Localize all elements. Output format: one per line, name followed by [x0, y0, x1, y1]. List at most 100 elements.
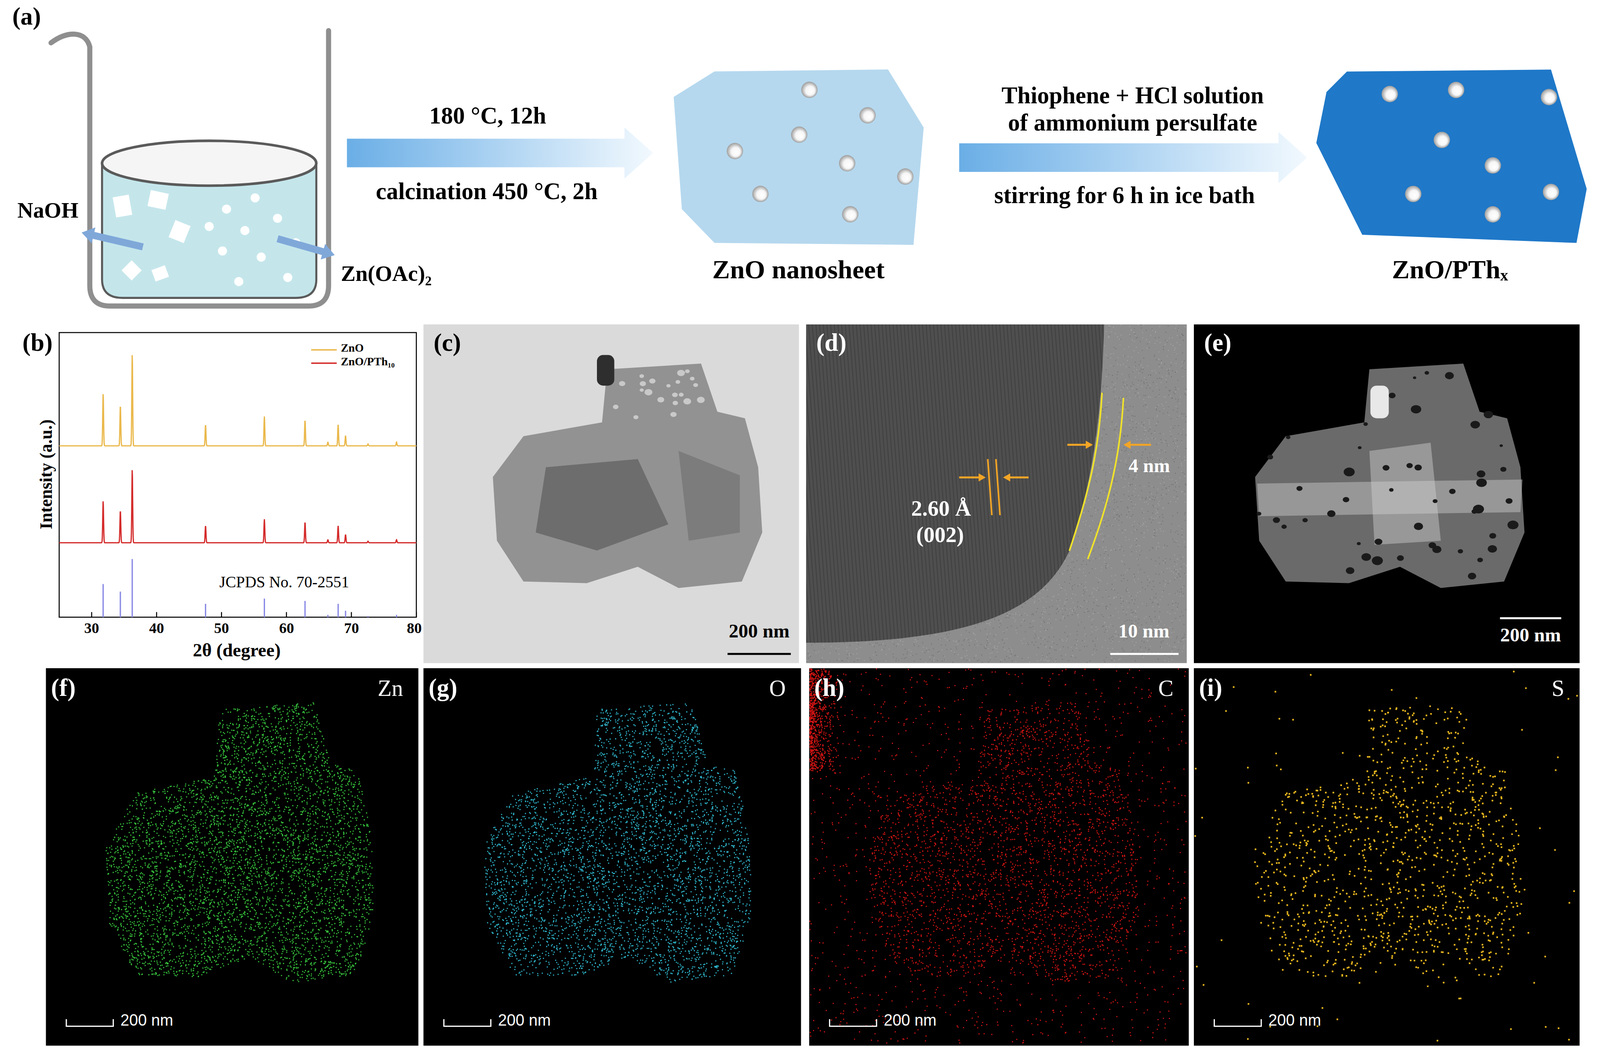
panel-label: (f): [50, 673, 76, 702]
pore: [800, 81, 818, 99]
lattice-label: (002): [916, 522, 964, 548]
pore: [1477, 557, 1484, 562]
pore: [1507, 520, 1519, 530]
condition-text: calcination 450 °C, 2h: [375, 177, 598, 205]
pore: [1406, 462, 1413, 469]
reference-stick: [204, 603, 207, 618]
pore: [693, 382, 699, 387]
rod-particle: [596, 355, 615, 386]
pore: [644, 389, 653, 396]
zinc-acetate-particle: [283, 272, 293, 283]
scale-bar: [66, 1018, 114, 1026]
legend-text: ZnO: [340, 341, 364, 355]
panel-label: (a): [12, 2, 41, 31]
pore: [726, 142, 743, 160]
pore: [1447, 81, 1465, 99]
pore: [1476, 478, 1487, 487]
element-map: [809, 668, 1187, 1044]
spacing-arrow: [1003, 473, 1029, 482]
pore: [1414, 522, 1424, 531]
pore: [1381, 85, 1398, 102]
tick-label: 40: [149, 619, 164, 637]
pore: [1432, 498, 1438, 503]
pore: [1542, 183, 1560, 200]
zinc-acetate-particle: [272, 213, 283, 223]
naoh-flake: [168, 219, 191, 244]
reference-stick: [367, 615, 369, 618]
reagent-label: NaOH: [17, 197, 79, 224]
pore: [690, 376, 695, 381]
panel-label: (d): [816, 328, 847, 357]
haadf-particle: [1254, 363, 1525, 589]
pore: [1371, 556, 1383, 565]
condition-text: 180 °C, 12h: [429, 101, 547, 130]
element-label: O: [769, 675, 786, 702]
spacing-arrow: [959, 473, 986, 482]
nanosheet-cluster: [492, 363, 763, 589]
pore: [1487, 545, 1497, 553]
pore: [1428, 541, 1437, 549]
naoh-flake: [112, 194, 133, 218]
pore: [1500, 466, 1507, 472]
axis-title: Intensity (a.u.): [36, 419, 57, 530]
pore: [1505, 498, 1513, 504]
pore: [1361, 552, 1371, 561]
pore: [1389, 487, 1394, 492]
scale-label: 200 nm: [883, 1010, 937, 1030]
pore: [639, 388, 644, 393]
overlap-region: [678, 450, 740, 541]
nanosheet-shape: [673, 69, 924, 245]
composite-pattern: [59, 469, 417, 543]
pore: [639, 374, 645, 378]
scale-bar: [1500, 617, 1562, 620]
fringe-lines: [775, 324, 1158, 663]
reference-stick: [102, 584, 104, 618]
pore: [1357, 446, 1362, 450]
reference-stick: [131, 559, 133, 618]
scale-label: 200 nm: [1500, 624, 1561, 647]
haadf-background: [1193, 324, 1580, 663]
reference-stick: [345, 610, 347, 618]
reference-stick: [263, 598, 266, 618]
node-label: ZnO/PThₓ: [1392, 254, 1509, 285]
reference-stick: [337, 603, 339, 618]
zinc-acetate-particle: [234, 276, 244, 287]
pore: [666, 384, 671, 388]
pore: [670, 411, 677, 417]
pore: [1489, 532, 1497, 539]
reference-label: JCPDS No. 70-2551: [219, 573, 350, 592]
plot-frame: [59, 332, 417, 617]
pore: [1396, 555, 1404, 561]
pore: [1363, 422, 1368, 426]
pore: [1285, 435, 1291, 440]
pore: [752, 185, 769, 202]
pore: [678, 392, 684, 397]
pore: [1410, 405, 1422, 414]
cylinder-top: [101, 140, 317, 186]
nanosheet-outline: [668, 63, 929, 252]
pore: [684, 369, 690, 374]
pore: [1267, 454, 1273, 460]
thickness-label: 4 nm: [1128, 454, 1171, 478]
nanosheet-node: ZnO nanosheet: [668, 63, 929, 289]
pore: [1374, 538, 1383, 545]
pore: [1388, 392, 1396, 399]
thickness-arrow: [1067, 440, 1093, 449]
pore: [1356, 541, 1361, 546]
map-background: [809, 668, 1190, 1046]
thickness-arrow: [1123, 440, 1152, 449]
pore: [649, 378, 656, 384]
tick-label: 30: [84, 619, 100, 637]
pore: [676, 369, 685, 376]
reference-stick: [327, 614, 329, 618]
boundary-line: [1069, 392, 1102, 551]
legend-line: [311, 349, 337, 351]
panel-label: (g): [428, 673, 458, 702]
axis-tick: [90, 611, 92, 618]
element-label: Zn: [377, 675, 404, 702]
reagent-label: Zn(OAc)₂: [340, 261, 432, 287]
spacing-marker: [987, 458, 1000, 516]
reagent-arrow: [276, 235, 335, 260]
beaker: [50, 30, 329, 307]
reagent-arrow: [81, 227, 144, 251]
